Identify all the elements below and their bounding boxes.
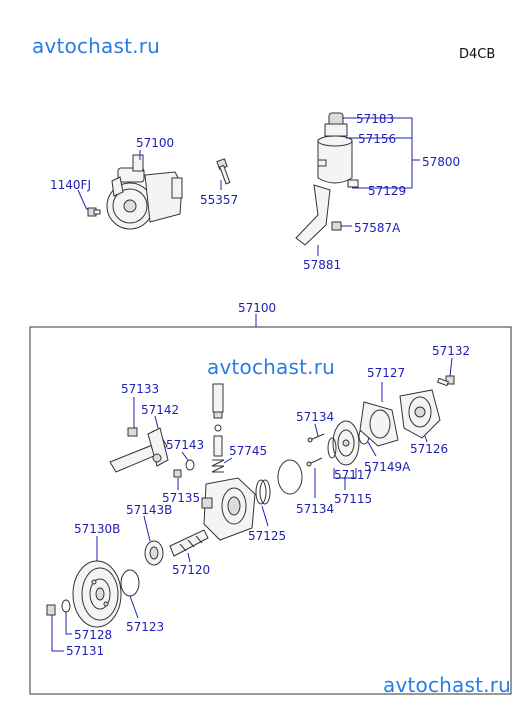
nut-washer [46, 599, 71, 616]
leader-57132 [449, 357, 453, 377]
label-57100-box: 57100 [238, 301, 277, 315]
label-1140FJ: 1140FJ [50, 178, 91, 192]
label-57117: 57117 [334, 468, 373, 482]
oring-large [277, 459, 303, 495]
leader-57149A [367, 441, 377, 457]
label-57800: 57800 [422, 155, 461, 169]
bolt-1140FJ [87, 207, 101, 217]
label-57134-upper: 57134 [296, 410, 335, 424]
label-57128: 57128 [74, 628, 113, 642]
bearing-57143B [144, 540, 164, 566]
engine-code: D4CB [459, 47, 496, 62]
leader-57128 [65, 612, 72, 635]
label-57127: 57127 [367, 366, 406, 380]
leader-57120 [187, 552, 191, 563]
leader-57183 [342, 117, 420, 161]
label-57183: 57183 [356, 112, 395, 126]
leader-57143B [143, 515, 151, 542]
pins-57134 [306, 433, 325, 467]
leader-57123 [129, 595, 139, 619]
label-57156: 57156 [358, 132, 397, 146]
label-57149A: 57149A [364, 460, 411, 474]
leader-57131 [51, 615, 64, 652]
seal-57125 [255, 479, 271, 505]
bolt-55357 [216, 158, 231, 185]
label-57134-lower: 57134 [296, 502, 335, 516]
pump-assembly-illustration [106, 154, 183, 230]
label-57120: 57120 [172, 563, 211, 577]
pulley-57130B [72, 560, 122, 628]
watermark-bottom: avtochast.ru [383, 673, 512, 697]
label-57881: 57881 [303, 258, 342, 272]
clip-57587A [331, 221, 342, 231]
cover-57126 [399, 389, 441, 439]
oring-57143 [173, 459, 195, 478]
leader-57126 [424, 435, 428, 443]
leader-57125 [261, 505, 269, 527]
label-57131: 57131 [66, 644, 105, 658]
leader-57745 [223, 457, 233, 464]
leader-57143 [181, 451, 189, 461]
label-57745: 57745 [229, 444, 268, 458]
assembly-frame [29, 326, 512, 695]
label-57135: 57135 [162, 491, 201, 505]
label-57130B: 57130B [74, 522, 121, 536]
shaft-57120 [169, 529, 209, 557]
cartridge-57115 [327, 420, 360, 466]
label-57125: 57125 [248, 529, 287, 543]
label-57143B: 57143B [126, 503, 173, 517]
snapring-57123 [120, 569, 140, 597]
leader-57134a [314, 423, 319, 437]
bolt-57132 [436, 375, 455, 387]
label-57115: 57115 [334, 492, 373, 506]
label-57133: 57133 [121, 382, 160, 396]
label-57129: 57129 [368, 184, 407, 198]
gasket-57127-hole [369, 409, 391, 439]
label-57126: 57126 [410, 442, 449, 456]
gasket-57127 [359, 401, 399, 447]
leader-57142 [154, 415, 159, 429]
label-57123: 57123 [126, 620, 165, 634]
label-57143: 57143 [166, 438, 205, 452]
leader-57129 [352, 160, 413, 189]
label-57587A: 57587A [354, 221, 401, 235]
watermark-middle: avtochast.ru [207, 355, 336, 379]
label-55357: 55357 [200, 193, 239, 207]
label-57100-top: 57100 [136, 136, 175, 150]
reservoir-illustration [295, 112, 359, 246]
label-57142: 57142 [141, 403, 180, 417]
label-57132: 57132 [432, 344, 471, 358]
pump-body [201, 477, 256, 541]
watermark-top: avtochast.ru [32, 34, 161, 58]
pipe-57142 [109, 427, 169, 473]
fitting-57745 [211, 383, 225, 473]
